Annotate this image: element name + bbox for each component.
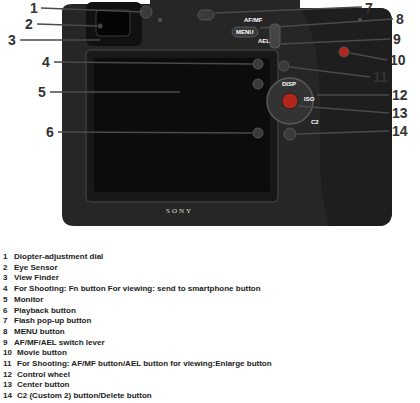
callout-number: 3 <box>8 33 16 47</box>
part-description: Center button <box>17 381 69 389</box>
list-number: 8 <box>3 328 7 336</box>
callout-number: 14 <box>392 124 408 138</box>
button-label: MENU <box>236 29 254 35</box>
callout-number: 7 <box>365 1 373 15</box>
part-description: View Finder <box>14 274 59 282</box>
list-number: 12 <box>3 371 12 379</box>
monitor-screen <box>94 58 270 192</box>
part-description: Playback button <box>14 307 76 315</box>
af-mf-button <box>279 61 289 71</box>
button-label: AEL <box>258 38 270 44</box>
list-number: 2 <box>3 264 7 272</box>
fn-button <box>253 59 263 69</box>
part-description: Diopter-adjustment dial <box>14 253 103 261</box>
list-number: 7 <box>3 317 7 325</box>
callout-number: 4 <box>42 55 50 69</box>
list-number: 3 <box>3 274 7 282</box>
list-number: 5 <box>3 296 7 304</box>
callout-number: 11 <box>373 70 388 84</box>
part-description: C2 (Custom 2) button/Delete button <box>17 392 152 400</box>
callout-number: 2 <box>25 17 33 31</box>
c2-button <box>284 128 296 140</box>
callout-number: 13 <box>392 106 408 120</box>
part-description: AF/MF/AEL switch lever <box>14 339 105 347</box>
screw <box>158 18 162 22</box>
playback-icon <box>253 79 263 89</box>
button-label: ISO <box>304 96 314 102</box>
camera-body <box>62 0 392 226</box>
part-description: Flash pop-up button <box>14 317 91 325</box>
button-label: DISP <box>282 81 296 87</box>
list-number: 13 <box>3 381 12 389</box>
callout-number: 8 <box>396 12 404 26</box>
part-description: Control wheel <box>17 371 70 379</box>
list-number: 14 <box>3 392 12 400</box>
callout-number: 5 <box>38 85 46 99</box>
list-number: 1 <box>3 253 7 261</box>
playback-button <box>253 128 263 138</box>
flash-button <box>198 10 214 20</box>
brand-name: SONY <box>166 208 193 215</box>
part-description: Movie button <box>17 349 67 357</box>
eye-sensor <box>98 24 103 29</box>
list-number: 10 <box>3 349 12 357</box>
monitor-frame <box>86 50 278 202</box>
callout-number: 12 <box>392 88 408 102</box>
list-number: 9 <box>3 339 7 347</box>
part-description: Eye Sensor <box>14 264 58 272</box>
list-number: 4 <box>3 285 7 293</box>
eyepiece <box>96 10 130 36</box>
callout-number: 6 <box>46 125 54 139</box>
button-label: AF/MF <box>244 17 262 23</box>
list-number: 11 <box>3 360 11 368</box>
button-label: C2 <box>311 119 319 125</box>
list-number: 6 <box>3 307 7 315</box>
callout-number: 9 <box>393 32 401 46</box>
movie-button <box>339 47 349 57</box>
part-description: For Shooting: AF/MF button/AEL button fo… <box>17 360 272 368</box>
callout-number: 10 <box>390 53 406 67</box>
menu-button <box>232 27 258 37</box>
part-description: MENU button <box>14 328 65 336</box>
center-button <box>282 93 298 109</box>
part-description: Monitor <box>14 296 43 304</box>
leader-lines <box>20 7 393 134</box>
part-description: For Shooting: Fn button For viewing: sen… <box>14 285 261 293</box>
callout-number: 1 <box>30 1 38 15</box>
